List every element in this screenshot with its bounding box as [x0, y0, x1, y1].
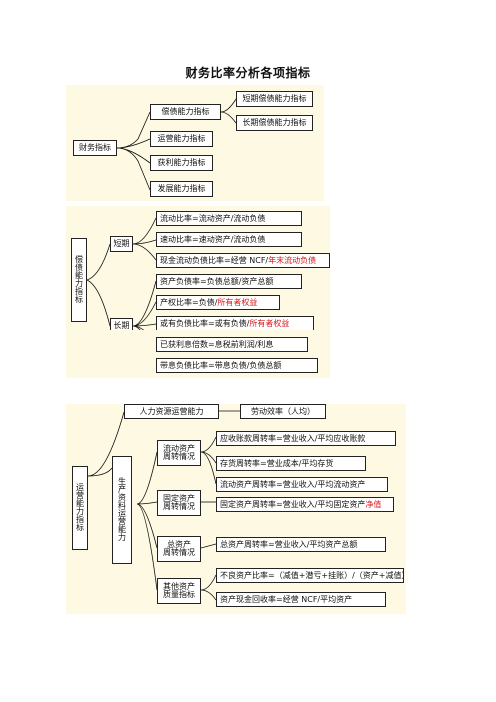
connector-lines [87, 410, 240, 601]
formula-highlight: 所有者权益 [217, 297, 258, 307]
asset-cash-recovery-ratio: 资产现金回收率=经营 NCF/平均资产 [216, 592, 386, 607]
prod-char: 产 [118, 485, 126, 494]
group-line: 总资产 [167, 540, 191, 549]
prod-char: 营 [118, 517, 126, 526]
group-line: 其他资产 [163, 582, 195, 591]
formula-text: 产权比率=负债/ [160, 297, 218, 307]
financial-indicators-diagram: 财务指标 偿债能力指标 短期偿债能力指标 长期偿债能力指标 运营能力指标 获利能… [66, 85, 324, 201]
root-char: 指 [76, 515, 84, 524]
fixed-asset-turnover: 固定资产周转率=营业收入/平均固定资产净值 [216, 497, 394, 512]
fixed-asset-turnover-group: 固定资产 周转情况 [157, 490, 201, 516]
contingent-liability-ratio: 或有负债比率=或有负债/所有者权益 [156, 316, 314, 331]
root-char: 能 [75, 271, 83, 280]
group-line: 周转情况 [163, 548, 195, 557]
quick-ratio: 速动比率=速动资产/流动负债 [156, 232, 302, 247]
root-char: 能 [76, 499, 84, 508]
current-asset-turnover: 流动资产周转率=营业收入/平均流动资产 [216, 477, 388, 492]
root-char: 指 [75, 287, 83, 296]
profitability-indicators: 获利能力指标 [150, 155, 213, 171]
root-char: 力 [75, 279, 83, 288]
times-interest-earned: 已获利息倍数=息税前利润/利息 [156, 337, 308, 352]
root-operating-indicators: 运 营 能 力 指 标 [72, 466, 88, 550]
production-material-operating-capacity: 生 产 资 料 运 营 能 力 [112, 456, 132, 564]
prod-char: 料 [118, 501, 126, 510]
prod-char: 能 [118, 525, 126, 534]
group-line: 周转情况 [163, 502, 195, 511]
group-line: 固定资产 [163, 494, 195, 503]
non-performing-asset-ratio: 不良资产比率=（减值+潜亏+挂账）/（资产+减值） [216, 568, 404, 583]
formula-highlight: 净值 [365, 499, 382, 509]
short-term-node: 短期 [110, 236, 133, 252]
root-char: 债 [75, 263, 83, 272]
total-asset-turnover: 总资产周转率=营业收入/平均资产总额 [216, 537, 386, 552]
formula-text: 固定资产周转率=营业收入/平均固定资产 [220, 499, 366, 509]
root-char: 偿 [75, 255, 83, 264]
labor-efficiency: 劳动效率（人均） [240, 404, 326, 419]
debt-asset-ratio: 资产负债率=负债总额/资产总额 [156, 274, 302, 289]
short-term-solvency-indicators: 短期偿债能力指标 [236, 91, 313, 107]
operating-capacity-diagram: 运 营 能 力 指 标 人力资源运营能力 劳动效率（人均） 生 产 资 料 运 … [66, 404, 406, 614]
total-asset-turnover-group: 总资产 周转情况 [157, 536, 201, 562]
root-char: 力 [76, 507, 84, 516]
prod-char: 运 [118, 509, 126, 518]
root-char: 营 [76, 491, 84, 500]
solvency-indicators: 偿债能力指标 [150, 104, 221, 120]
page-title: 财务比率分析各项指标 [185, 66, 311, 80]
current-asset-turnover-group: 流动资产 周转情况 [157, 440, 201, 466]
group-line: 流动资产 [163, 444, 195, 453]
prod-char: 力 [118, 533, 126, 542]
other-asset-quality-group: 其他资产 质量指标 [157, 578, 201, 604]
cash-current-liability-ratio: 现金流动负债比率=经营 NCF/年末流动负债 [156, 253, 330, 268]
formula-highlight: 年末流动负债 [268, 255, 317, 265]
prod-char: 资 [118, 493, 126, 502]
receivables-turnover: 应收账款周转率=营业收入/平均应收账款 [216, 431, 396, 446]
formula-text: 现金流动负债比率=经营 NCF/ [160, 255, 269, 265]
connector-lines [116, 98, 237, 191]
group-line: 周转情况 [163, 452, 195, 461]
root-char: 标 [76, 523, 84, 532]
development-indicators: 发展能力指标 [150, 181, 213, 197]
root-solvency-indicators: 偿 债 能 力 指 标 [71, 238, 87, 322]
equity-ratio: 产权比率=负债/所有者权益 [156, 295, 280, 310]
interest-bearing-debt-ratio: 带息负债比率=带息负债/负债总额 [156, 358, 318, 373]
long-term-solvency-indicators: 长期偿债能力指标 [236, 115, 313, 131]
group-line: 质量指标 [163, 590, 195, 599]
inventory-turnover: 存货周转率=营业成本/平均存货 [216, 456, 366, 471]
formula-highlight: 所有者权益 [249, 318, 290, 328]
root-char: 运 [76, 483, 84, 492]
operating-capacity-indicators: 运营能力指标 [150, 131, 213, 147]
current-ratio: 流动比率=流动资产/流动负债 [156, 211, 302, 226]
prod-char: 生 [118, 477, 126, 486]
root-financial-indicators: 财务指标 [73, 140, 117, 156]
solvency-indicators-diagram: 偿 债 能 力 指 标 短期 长期 流动比率=流动资产/流动负债 速动比率=速动… [66, 206, 330, 353]
formula-text: 或有负债比率=或有负债/ [160, 318, 250, 328]
hr-operating-capacity: 人力资源运营能力 [124, 404, 219, 419]
root-char: 标 [75, 295, 83, 304]
